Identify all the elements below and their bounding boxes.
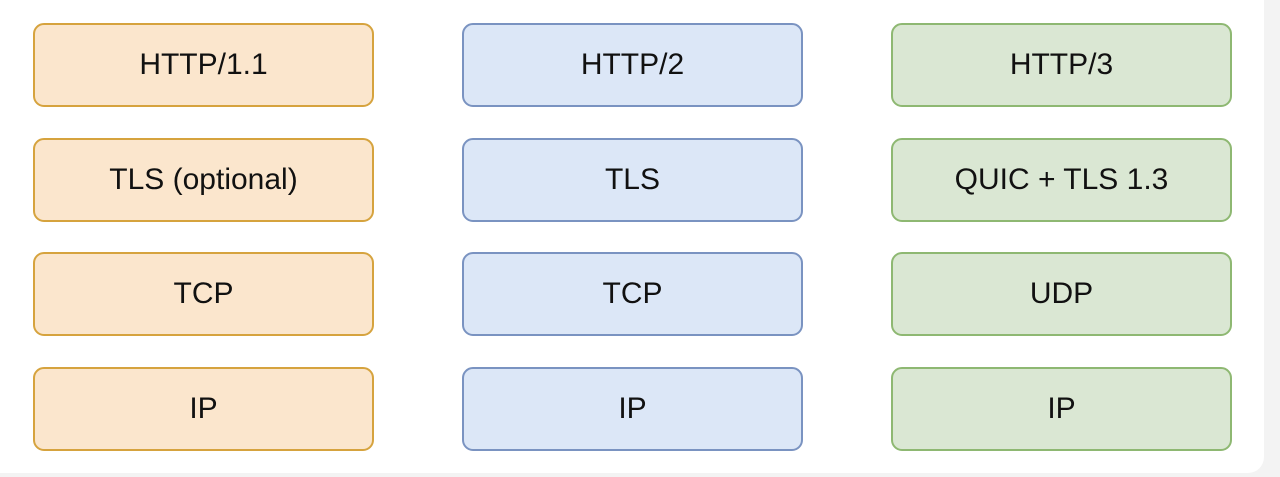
layer-http3-application: HTTP/3 [891,23,1232,107]
layer-http2-application: HTTP/2 [462,23,803,107]
layer-http1-application: HTTP/1.1 [33,23,374,107]
layer-http3-transport: UDP [891,252,1232,336]
layer-http1-security: TLS (optional) [33,138,374,222]
layer-http2-security: TLS [462,138,803,222]
layer-http1-network: IP [33,367,374,451]
layer-http2-network: IP [462,367,803,451]
diagram-canvas: HTTP/1.1 TLS (optional) TCP IP HTTP/2 TL… [0,0,1264,473]
layer-http1-transport: TCP [33,252,374,336]
layer-http2-transport: TCP [462,252,803,336]
layer-http3-network: IP [891,367,1232,451]
layer-http3-security: QUIC + TLS 1.3 [891,138,1232,222]
